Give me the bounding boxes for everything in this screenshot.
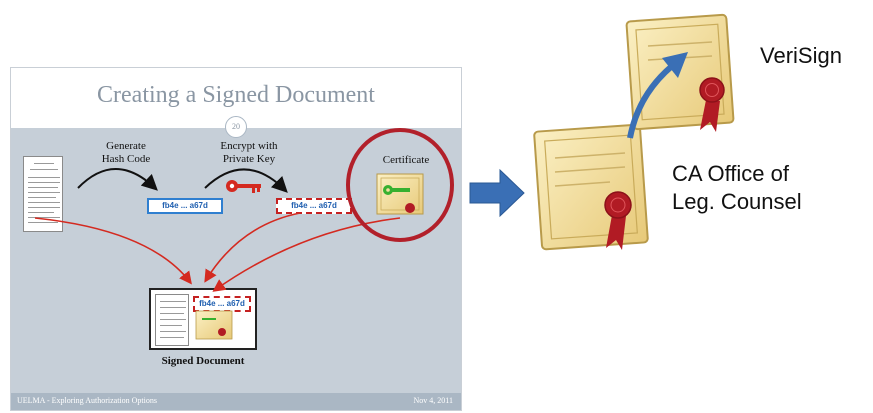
enc-to-signed-arrow bbox=[204, 212, 301, 283]
original-document-icon bbox=[23, 156, 63, 232]
slide-footer: UELMA - Exploring Authorization Options … bbox=[11, 393, 461, 410]
intermediate-ca-label-line2: Leg. Counsel bbox=[672, 189, 802, 214]
doc-to-signed-arrow bbox=[34, 217, 192, 285]
slide-footer-text: UELMA - Exploring Authorization Options bbox=[17, 396, 157, 405]
chain-up-arrow bbox=[627, 63, 674, 139]
signed-document-page-icon bbox=[155, 294, 189, 346]
slide-page-number: 20 bbox=[225, 116, 247, 138]
step-generate-hash-label: Generate Hash Code bbox=[101, 140, 151, 165]
cert-to-signed-arrow bbox=[212, 217, 401, 292]
certificate-embedded-icon bbox=[195, 310, 233, 340]
hash-code-box: fb4e ... a67d bbox=[147, 198, 223, 214]
private-key-icon bbox=[226, 180, 261, 193]
slide-title: Creating a Signed Document bbox=[97, 82, 375, 108]
chain-right-arrow bbox=[469, 168, 525, 218]
hash-arrow bbox=[77, 168, 158, 191]
certificate-highlight-circle bbox=[346, 128, 454, 242]
root-ca-label: VeriSign bbox=[760, 43, 842, 68]
certificate-intermediate-icon bbox=[533, 123, 649, 251]
encrypt-arrow bbox=[204, 168, 288, 193]
step-encrypt-label: Encrypt with Private Key bbox=[220, 140, 278, 165]
certificate-small-icon bbox=[376, 173, 424, 215]
intermediate-ca-label-line1: CA Office of bbox=[672, 161, 789, 186]
signed-document-label: Signed Document bbox=[161, 355, 245, 367]
step-certificate-label: Certificate bbox=[382, 154, 430, 166]
slide-footer-date: Nov 4, 2011 bbox=[413, 396, 453, 405]
certificate-root-icon bbox=[625, 13, 735, 132]
